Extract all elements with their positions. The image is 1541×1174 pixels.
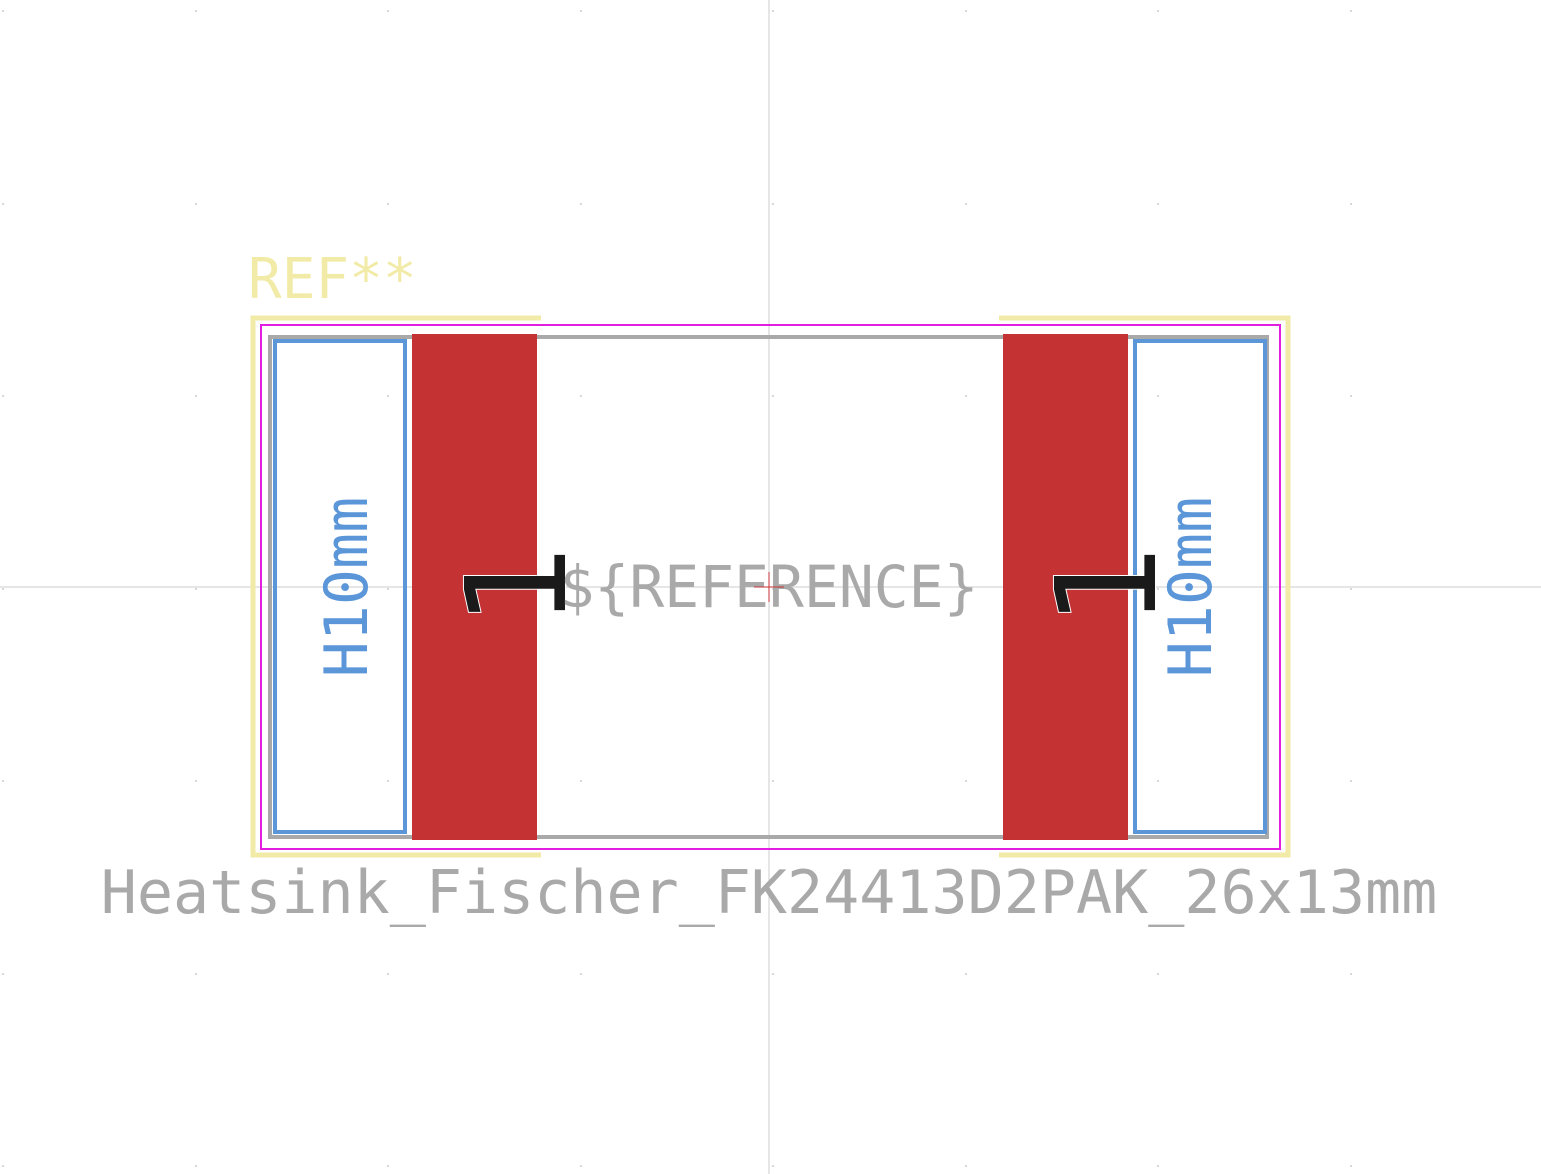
fin-left-height-label[interactable]: H10mm (312, 497, 382, 678)
grid-dot (387, 588, 389, 590)
grid-dot (195, 203, 197, 205)
grid-dot (580, 10, 582, 12)
grid-dot (965, 780, 967, 782)
grid-dot (965, 395, 967, 397)
grid-dot (387, 10, 389, 12)
grid-dot (1157, 1165, 1159, 1167)
grid-dot (965, 203, 967, 205)
grid-dot (965, 1165, 967, 1167)
silkscreen-right-bracket[interactable] (999, 315, 1291, 858)
grid-dots (2, 10, 1352, 1167)
grid-dot (2, 1165, 4, 1167)
grid-dot (1350, 203, 1352, 205)
grid-dot (965, 973, 967, 975)
grid-dot (195, 10, 197, 12)
fin-right-height-label[interactable]: H10mm (1156, 497, 1226, 678)
grid-dot (1157, 10, 1159, 12)
grid-dot (965, 10, 967, 12)
grid-dot (1350, 973, 1352, 975)
pad-left-number: 1 (437, 545, 600, 629)
grid-dot (772, 588, 774, 590)
grid-dot (1350, 588, 1352, 590)
grid-dot (195, 588, 197, 590)
grid-dot (1157, 395, 1159, 397)
grid-dot (1157, 203, 1159, 205)
grid-dot (1350, 780, 1352, 782)
pad-left[interactable] (412, 334, 537, 840)
grid-dot (772, 203, 774, 205)
grid-dot (1157, 780, 1159, 782)
grid-dot (2, 973, 4, 975)
grid-dot (2, 780, 4, 782)
grid-dot (387, 780, 389, 782)
grid-dot (195, 1165, 197, 1167)
grid-dot (1350, 1165, 1352, 1167)
grid-dot (580, 203, 582, 205)
grid-dot (580, 395, 582, 397)
grid-dot (387, 395, 389, 397)
grid-dot (387, 973, 389, 975)
grid-dot (580, 588, 582, 590)
grid-dot (2, 10, 4, 12)
grid-dot (1157, 973, 1159, 975)
grid-dot (580, 1165, 582, 1167)
grid-dot (772, 1165, 774, 1167)
silkscreen-left-bracket[interactable] (250, 315, 541, 858)
grid-dot (772, 395, 774, 397)
courtyard-outline[interactable] (260, 324, 1281, 850)
grid-dot (195, 780, 197, 782)
grid-dot (1350, 10, 1352, 12)
silkscreen-outline (250, 315, 1291, 858)
footprint-anchor (754, 572, 784, 602)
grid-dot (2, 588, 4, 590)
grid-dot (1157, 588, 1159, 590)
grid-dot (387, 203, 389, 205)
grid-dot (2, 395, 4, 397)
grid-dot (580, 780, 582, 782)
heatsink-fin-right-outline[interactable] (1133, 339, 1267, 834)
grid-dot (195, 973, 197, 975)
grid-dot (772, 10, 774, 12)
grid-dot (195, 395, 197, 397)
grid-dot (580, 973, 582, 975)
grid-dot (772, 780, 774, 782)
grid-dot (1350, 395, 1352, 397)
grid-dot (387, 1165, 389, 1167)
grid-dot (2, 203, 4, 205)
grid-dot (965, 588, 967, 590)
footprint-value-text[interactable]: Heatsink_Fischer_FK24413D2PAK_26x13mm (101, 858, 1438, 928)
heatsink-fin-left-outline[interactable] (273, 339, 407, 834)
grid-dot (772, 973, 774, 975)
reference-designator[interactable]: REF** (248, 247, 417, 312)
pad-right[interactable] (1003, 334, 1128, 840)
pad-right-number: 1 (1027, 545, 1190, 629)
